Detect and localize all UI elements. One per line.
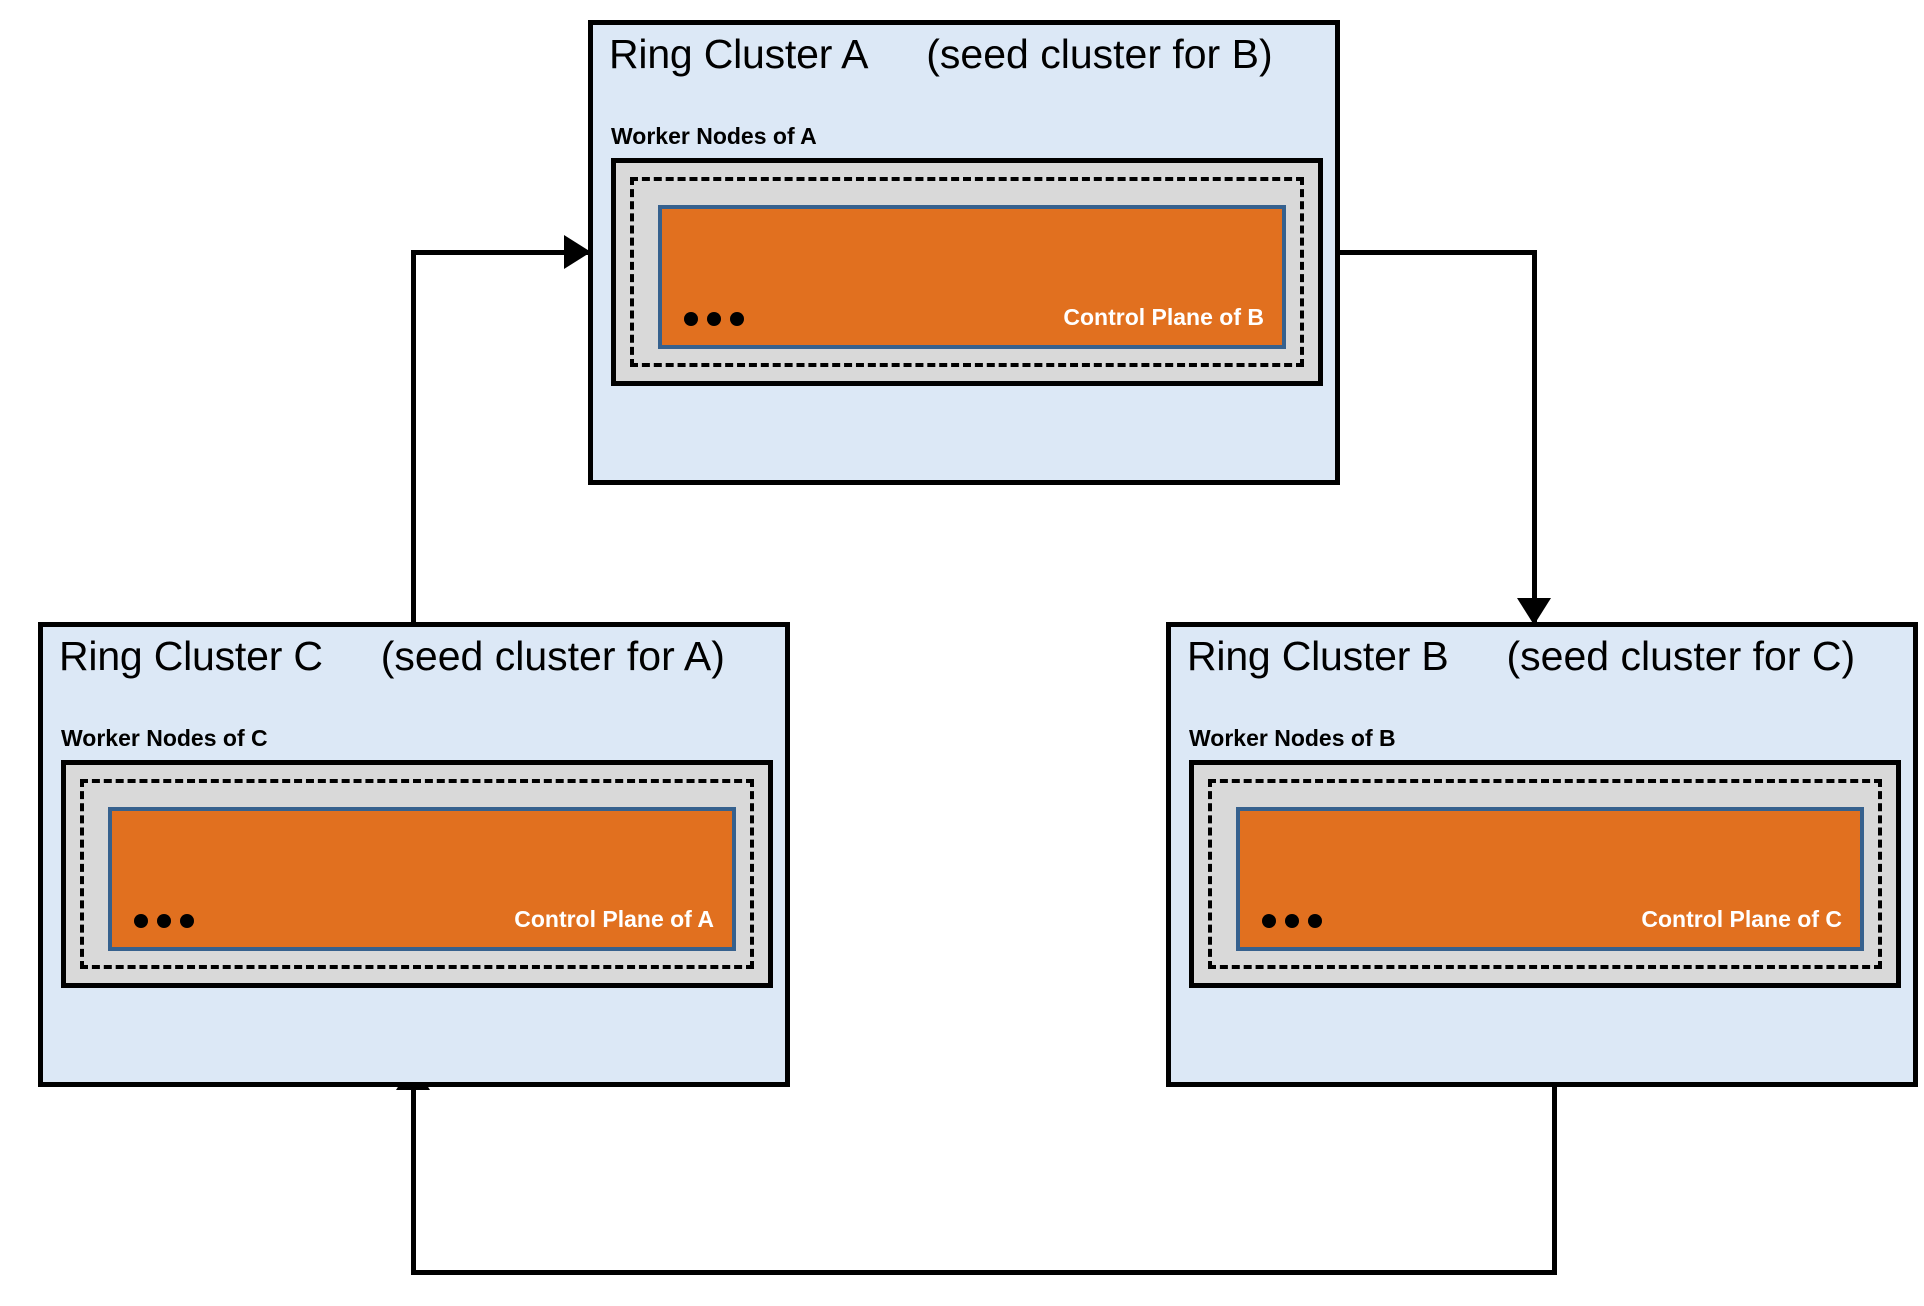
cluster-c-title: Ring Cluster C (seed cluster for A) xyxy=(59,633,725,679)
cluster-a-worker-label: Worker Nodes of A xyxy=(611,123,817,149)
cluster-a-title-main: Ring Cluster A xyxy=(609,31,869,77)
cluster-c-worker-box[interactable]: Control Plane of A xyxy=(61,760,773,988)
cluster-b-title-main: Ring Cluster B xyxy=(1187,633,1449,679)
connector-b-to-c-right-vertical xyxy=(1552,1060,1557,1275)
arrowhead-into-cluster-a xyxy=(564,235,591,269)
cluster-b-title-seed: (seed cluster for C) xyxy=(1506,633,1856,679)
cluster-c-title-seed: (seed cluster for A) xyxy=(380,633,725,679)
cluster-c-title-main: Ring Cluster C xyxy=(59,633,323,679)
connector-c-to-a-vertical xyxy=(411,250,416,624)
cluster-b[interactable]: Ring Cluster B (seed cluster for C) Worke… xyxy=(1166,622,1918,1087)
cluster-c[interactable]: Ring Cluster C (seed cluster for A) Worke… xyxy=(38,622,790,1087)
cluster-c-control-plane-label: Control Plane of A xyxy=(514,906,714,932)
cluster-b-ellipsis-icon xyxy=(1262,914,1322,928)
cluster-c-control-plane[interactable]: Control Plane of A xyxy=(108,807,736,951)
cluster-a-worker-dashed-border xyxy=(630,177,1304,367)
cluster-c-worker-dashed-border xyxy=(80,779,754,969)
cluster-c-worker-label: Worker Nodes of C xyxy=(61,725,268,751)
cluster-a-control-plane-label: Control Plane of B xyxy=(1063,304,1264,330)
cluster-a-title-seed: (seed cluster for B) xyxy=(926,31,1273,77)
cluster-c-ellipsis-icon xyxy=(134,914,194,928)
cluster-a-worker-box[interactable]: Control Plane of B xyxy=(611,158,1323,386)
cluster-a-ellipsis-icon xyxy=(684,312,744,326)
cluster-b-control-plane[interactable]: Control Plane of C xyxy=(1236,807,1864,951)
cluster-a-title: Ring Cluster A (seed cluster for B) xyxy=(609,31,1273,77)
cluster-a-control-plane[interactable]: Control Plane of B xyxy=(658,205,1286,349)
arrowhead-into-cluster-b xyxy=(1517,598,1551,625)
connector-a-to-b-vertical xyxy=(1532,250,1537,624)
connector-b-to-c-horizontal xyxy=(411,1270,1557,1275)
cluster-b-control-plane-label: Control Plane of C xyxy=(1641,906,1842,932)
cluster-b-worker-dashed-border xyxy=(1208,779,1882,969)
cluster-b-worker-box[interactable]: Control Plane of C xyxy=(1189,760,1901,988)
cluster-b-title: Ring Cluster B (seed cluster for C) xyxy=(1187,633,1856,679)
connector-c-to-a-horizontal xyxy=(411,250,591,255)
cluster-b-worker-label: Worker Nodes of B xyxy=(1189,725,1396,751)
connector-a-to-b-horizontal xyxy=(1340,250,1537,255)
cluster-a[interactable]: Ring Cluster A (seed cluster for B) Worke… xyxy=(588,20,1340,485)
connector-b-to-c-left-vertical xyxy=(411,1090,416,1272)
